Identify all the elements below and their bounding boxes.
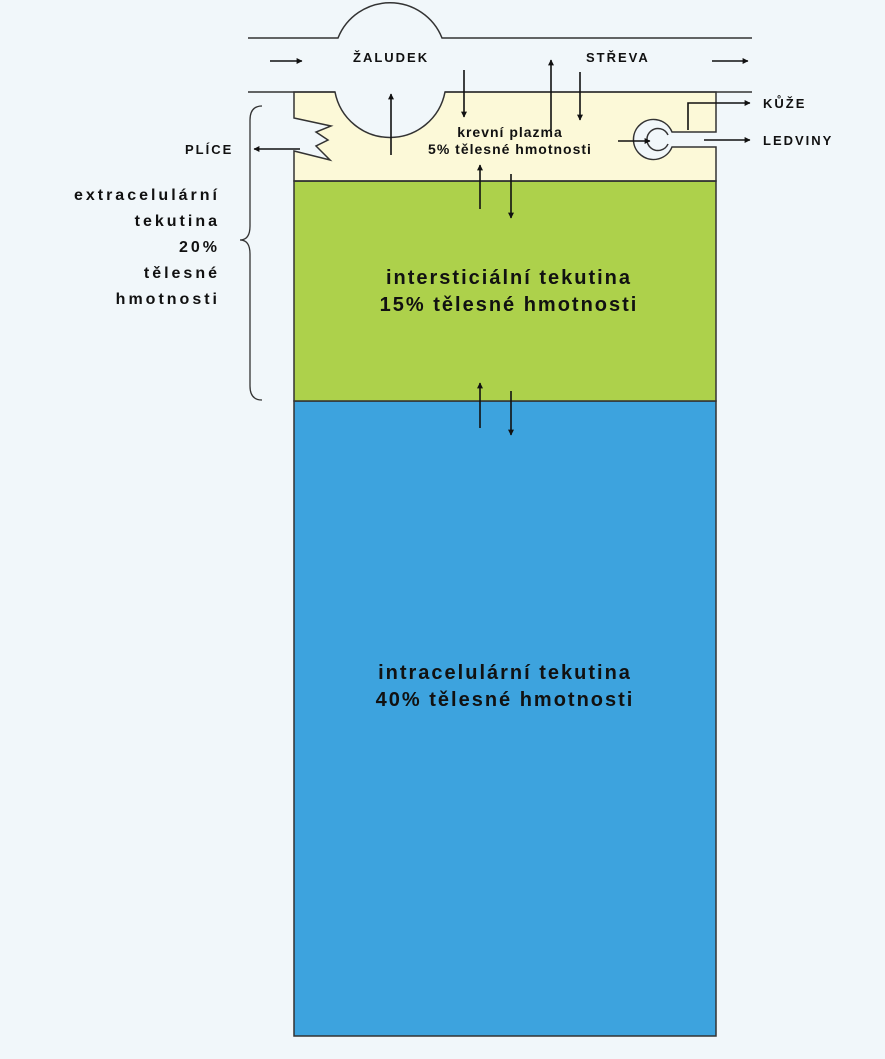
lungs-label: PLÍCE — [185, 142, 234, 157]
extracellular-line: 20% — [178, 239, 220, 256]
extracellular-line: hmotnosti — [115, 291, 220, 308]
plasma-compartment — [293, 91, 717, 182]
extracellular-line: tělesné — [143, 265, 220, 282]
interstitial-share: 15% tělesné hmotnosti — [379, 294, 639, 316]
kidney-ring — [646, 127, 669, 152]
interstitial-label: intersticiální tekutina 15% tělesné hmot… — [294, 265, 724, 319]
intestine-label: STŘEVA — [586, 50, 650, 65]
stomach-label: ŽALUDEK — [353, 50, 430, 65]
extracellular-brace — [239, 105, 263, 401]
intracellular-share: 40% tělesné hmotnosti — [375, 689, 635, 711]
skin-label: KŮŽE — [763, 96, 807, 111]
interstitial-name: intersticiální tekutina — [385, 267, 633, 289]
intracellular-name: intracelulární tekutina — [378, 662, 632, 684]
plasma-share: 5% tělesné hmotnosti — [428, 140, 592, 157]
intracellular-label: intracelulární tekutina 40% tělesné hmot… — [294, 660, 716, 714]
plasma-name: krevní plazma — [457, 124, 563, 140]
kidneys-label: LEDVINY — [763, 133, 834, 148]
extracellular-label: extracelulární tekutina 20% tělesné hmot… — [10, 183, 220, 313]
intracellular-compartment — [293, 400, 717, 1037]
gi-tract-top-wall — [248, 2, 752, 39]
plasma-to-skin-arrow — [687, 100, 751, 130]
extracellular-line: extracelulární — [73, 187, 220, 204]
extracellular-line: tekutina — [134, 213, 220, 230]
plasma-label: krevní plazma 5% tělesné hmotnosti — [390, 124, 630, 158]
interstitial-compartment — [293, 180, 717, 402]
